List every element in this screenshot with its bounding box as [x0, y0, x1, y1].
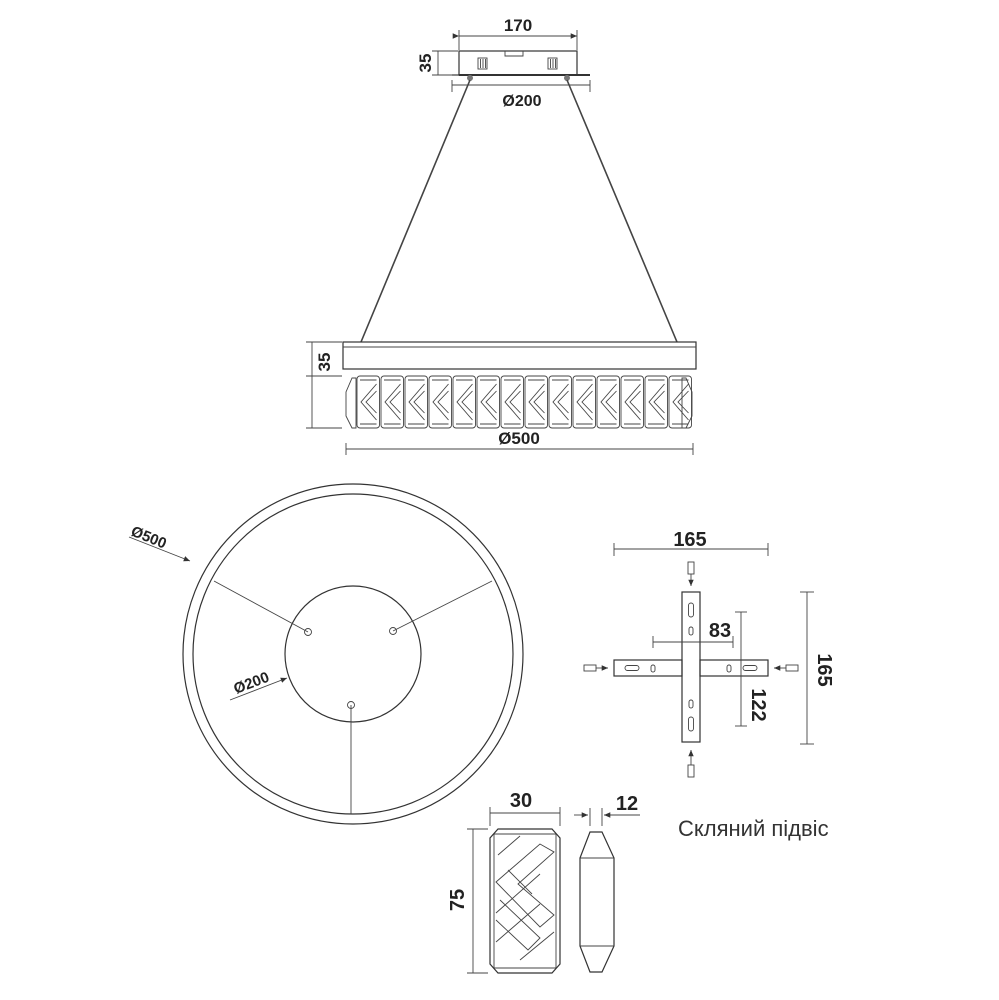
ring-top-view: [182, 483, 524, 825]
screw-icon: [687, 764, 695, 778]
screw-icon: [687, 561, 695, 575]
crystal-element: [404, 375, 428, 429]
bracket-offset-y-dimension: 122: [735, 611, 769, 727]
crystal-element: [500, 375, 524, 429]
canopy-width-label: 170: [504, 16, 532, 35]
screw-icon: [583, 664, 597, 672]
inner-diameter-leader: Ø200: [229, 669, 288, 701]
inner-diameter-label: Ø200: [231, 669, 271, 698]
suspension-cable-right: [566, 79, 678, 343]
crystal-row: [345, 375, 693, 429]
bracket-height-dimension: 165: [800, 591, 835, 745]
crystal-element: [644, 375, 668, 429]
crystal-width-label: 30: [510, 790, 532, 812]
crystal-width-dimension: 30: [489, 790, 561, 826]
mounting-bracket: [583, 561, 799, 778]
crystal-element: [524, 375, 548, 429]
crystal-front-view: [489, 828, 561, 974]
screw-icon: [785, 664, 799, 672]
canopy-diameter-dimension: Ø200: [451, 80, 591, 110]
ring-diameter-dimension: Ø500: [345, 429, 694, 455]
crystal-element: [596, 375, 620, 429]
crystal-element: [548, 375, 572, 429]
crystal-thickness-label: 12: [616, 793, 638, 815]
bracket-width-dimension: 165: [613, 529, 769, 556]
crystal-thickness-dimension: 12: [574, 793, 640, 826]
canopy-diameter-label: Ø200: [502, 93, 541, 110]
outer-diameter-label: Ø500: [129, 523, 169, 553]
crystal-element: [356, 375, 380, 429]
crystal-element: [452, 375, 476, 429]
bracket-offset-y-label: 122: [747, 688, 769, 721]
canopy-top-circle: [284, 585, 422, 723]
suspension-cable-left: [360, 79, 471, 343]
canopy-height-dimension: 35: [416, 50, 458, 76]
ring-diameter-label: Ø500: [498, 429, 540, 448]
outer-diameter-leader: Ø500: [129, 523, 191, 562]
ring-side-view: [342, 341, 697, 429]
bracket-height-label: 165: [813, 653, 835, 686]
crystal-side-view: [579, 831, 615, 973]
crystal-element: [380, 375, 404, 429]
crystal-element: [668, 375, 692, 429]
bracket-width-label: 165: [673, 529, 706, 551]
bracket-offset-x-label: 83: [709, 620, 731, 642]
crystal-element: [620, 375, 644, 429]
bracket-offset-x-dimension: 83: [652, 620, 734, 648]
crystal-height-dimension: 75: [447, 828, 488, 974]
ring-height-dimension: 35: [306, 341, 342, 429]
canopy-width-dimension: 170: [452, 16, 578, 50]
canopy-side-view: [452, 50, 590, 81]
crystal-element: [476, 375, 500, 429]
crystal-caption: Скляний підвіс: [678, 816, 829, 841]
crystal-element: [572, 375, 596, 429]
cable-line-left: [213, 580, 309, 633]
canopy-height-label: 35: [416, 54, 435, 73]
crystal-element: [428, 375, 452, 429]
cable-line-right: [392, 580, 493, 632]
crystal-height-label: 75: [447, 889, 469, 911]
ring-height-label: 35: [315, 353, 334, 372]
